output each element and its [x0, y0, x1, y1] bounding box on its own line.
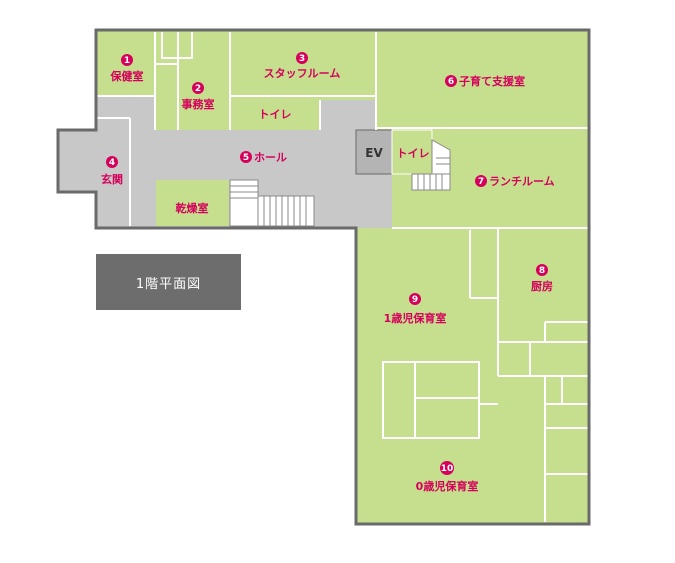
entrance-porch: [58, 130, 96, 192]
label-r6: 6 子育て支援室: [445, 74, 525, 88]
inner-walls: [96, 32, 589, 522]
svg-text:トイレ: トイレ: [397, 147, 430, 160]
svg-text:事務室: 事務室: [182, 97, 215, 111]
svg-text:10: 10: [441, 464, 454, 474]
svg-text:1歳児保育室: 1歳児保育室: [384, 311, 447, 325]
label-ev: EV: [365, 146, 383, 160]
svg-text:3: 3: [299, 54, 305, 64]
svg-text:ランチルーム: ランチルーム: [489, 175, 555, 188]
svg-text:子育て支援室: 子育て支援室: [459, 74, 525, 88]
svg-text:ホール: ホール: [254, 151, 287, 164]
svg-text:4: 4: [109, 158, 115, 168]
svg-text:6: 6: [448, 77, 454, 87]
label-r4: 4 玄関: [101, 156, 123, 186]
toilet2-area: [391, 129, 433, 175]
svg-text:厨房: 厨房: [531, 279, 553, 293]
elevator-box: [355, 129, 393, 175]
label-r3: 3 スタッフルーム: [264, 52, 341, 80]
svg-text:トイレ: トイレ: [259, 108, 292, 121]
svg-text:玄関: 玄関: [101, 172, 123, 186]
label-r8: 8 厨房: [531, 264, 553, 293]
svg-text:7: 7: [478, 177, 484, 187]
label-drying: 乾燥室: [176, 201, 209, 215]
svg-text:5: 5: [243, 153, 249, 163]
floor-legend-label: 1階平面図: [135, 276, 202, 292]
label-toilet1: トイレ: [259, 108, 292, 121]
svg-text:保健室: 保健室: [110, 69, 144, 83]
floor-legend: 1階平面図: [96, 254, 241, 310]
drying-room-area: [156, 180, 229, 226]
svg-text:9: 9: [412, 295, 418, 305]
stairs-lower: [257, 195, 315, 227]
label-r2: 2 事務室: [182, 82, 215, 111]
svg-text:乾燥室: 乾燥室: [176, 201, 209, 215]
stairs-ev: [411, 139, 451, 191]
svg-text:スタッフルーム: スタッフルーム: [264, 67, 341, 80]
room-area-childcare: [376, 30, 589, 130]
label-toilet2: トイレ: [397, 147, 430, 160]
label-r10: 10 0歳児保育室: [416, 461, 479, 493]
svg-text:1: 1: [124, 56, 130, 66]
label-r1: 1 保健室: [110, 54, 144, 83]
svg-text:8: 8: [539, 266, 545, 276]
label-r7: 7 ランチルーム: [475, 175, 555, 188]
outer-wall: [56, 28, 591, 526]
stairs-upper: [229, 179, 259, 227]
svg-text:EV: EV: [365, 146, 383, 160]
label-r5: 5 ホール: [240, 151, 287, 164]
label-r9: 9 1歳児保育室: [384, 293, 447, 325]
svg-text:2: 2: [195, 84, 201, 94]
svg-text:0歳児保育室: 0歳児保育室: [416, 479, 479, 493]
